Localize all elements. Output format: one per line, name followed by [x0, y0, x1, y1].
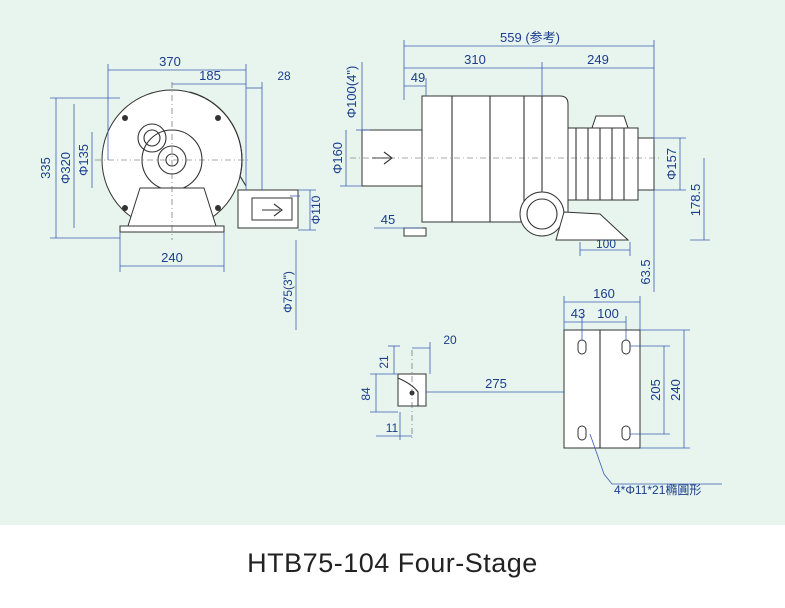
dim-178-5: 178.5 — [688, 184, 703, 217]
dim-d75: Φ75(3") — [281, 271, 295, 313]
side-view: 559 (参考) 310 249 49 Φ100(4") Φ160 45 Φ15… — [330, 30, 710, 292]
dim-21: 21 — [377, 355, 391, 369]
dim-63-5: 63.5 — [638, 259, 653, 284]
technical-drawing: 370 185 28 335 Φ320 Φ135 240 Φ110 Φ75(3"… — [38, 30, 722, 497]
front-view-outline — [95, 82, 299, 240]
dim-43: 43 — [571, 306, 585, 321]
dim-45: 45 — [381, 212, 395, 227]
dim-240: 240 — [161, 250, 183, 265]
dim-249: 249 — [587, 52, 609, 67]
foot-detail: 20 21 84 275 11 — [359, 333, 564, 440]
dim-205: 205 — [648, 379, 663, 401]
dim-d100: Φ100(4") — [344, 66, 359, 119]
dim-28: 28 — [277, 69, 291, 83]
dim-d135: Φ135 — [76, 144, 91, 176]
dim-100-side: 100 — [596, 237, 616, 251]
dim-84: 84 — [359, 387, 373, 401]
base-plan-dimension-lines — [563, 296, 722, 485]
dim-310: 310 — [464, 52, 486, 67]
dim-d110: Φ110 — [309, 195, 323, 224]
front-view: 370 185 28 335 Φ320 Φ135 240 Φ110 Φ75(3"… — [38, 54, 323, 330]
dim-d157: Φ157 — [664, 148, 679, 180]
base-plan-outline — [563, 329, 641, 449]
side-view-outline — [350, 95, 660, 241]
dim-240-base: 240 — [668, 379, 683, 401]
foot-detail-dimension-lines — [370, 342, 564, 440]
product-caption: HTB75-104 Four-Stage — [247, 548, 538, 578]
dim-d160: Φ160 — [330, 142, 345, 174]
side-view-dimension-lines — [340, 40, 710, 292]
dim-335: 335 — [38, 157, 53, 179]
base-plan: 160 43 100 205 240 4*Φ11*21橢圓形 — [563, 286, 722, 497]
hole-note: 4*Φ11*21橢圓形 — [614, 482, 701, 497]
dim-100-base: 100 — [597, 306, 619, 321]
dim-370: 370 — [159, 54, 181, 69]
dim-559: 559 (参考) — [500, 30, 560, 45]
dim-160: 160 — [593, 286, 615, 301]
front-view-dimension-lines — [50, 64, 316, 330]
dim-49: 49 — [411, 70, 425, 85]
dim-11: 11 — [386, 421, 399, 435]
dim-185: 185 — [199, 68, 221, 83]
drawing-panel: 370 185 28 335 Φ320 Φ135 240 Φ110 Φ75(3"… — [0, 0, 785, 525]
dim-275: 275 — [485, 376, 507, 391]
dim-20: 20 — [443, 333, 457, 347]
foot-detail-outline — [397, 350, 427, 440]
dim-d320: Φ320 — [58, 152, 73, 184]
